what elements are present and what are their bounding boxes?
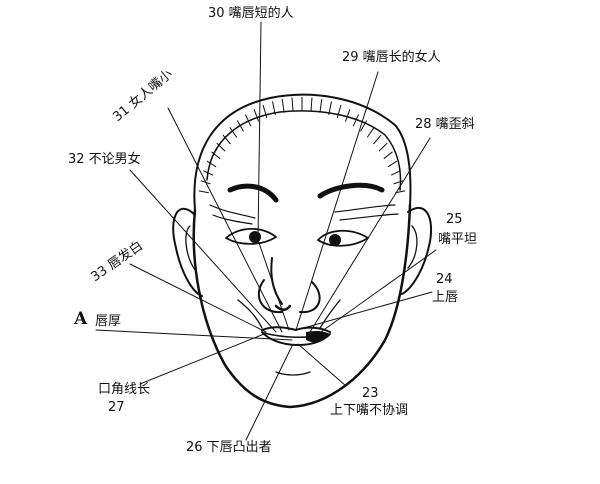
hair-hatch-stroke	[310, 97, 313, 112]
hair-hatch-stroke	[291, 97, 294, 112]
right-eyebrow	[317, 182, 385, 199]
hair-hatch-stroke	[373, 134, 382, 145]
hair-hatch-stroke	[198, 190, 209, 194]
left-ear-inner	[185, 225, 196, 271]
forehead-wrinkle	[339, 213, 399, 221]
hair-hatch-stroke	[319, 98, 323, 113]
leader-line-33	[129, 263, 267, 333]
hair-outline	[193, 93, 412, 211]
hair-hatch-stroke	[222, 134, 231, 145]
leader-line-28	[309, 137, 431, 333]
label-26-protruding-lower-lip: 26 下唇凸出者	[186, 440, 272, 455]
hair-hatching	[198, 97, 406, 194]
left-nostril	[274, 304, 292, 311]
forehead-wrinkle	[209, 204, 256, 219]
leader-line-26	[245, 345, 293, 441]
hair-hatch-stroke	[352, 114, 360, 127]
leader-line-31	[167, 107, 283, 333]
hair-hatch-stroke	[328, 101, 332, 116]
chin-line	[275, 371, 311, 376]
hair-hatch-stroke	[203, 170, 214, 176]
hair-hatch-stroke	[236, 120, 244, 132]
leader-line-29	[295, 71, 379, 331]
hair-hatch-stroke	[393, 180, 404, 185]
leader-line-25	[317, 249, 437, 335]
leader-line-32	[129, 169, 277, 333]
label-25-flat-mouth: 嘴平坦	[438, 232, 478, 247]
hair-hatch-stroke	[344, 109, 351, 122]
forehead-wrinkle	[334, 204, 396, 213]
label-27-number: 27	[108, 400, 125, 415]
hair-hatch-stroke	[262, 104, 268, 118]
leader-line-30-lower	[257, 239, 290, 331]
hair-hatch-stroke	[244, 114, 252, 127]
hair-hatch-stroke	[253, 109, 260, 122]
left-eyebrow	[227, 183, 279, 203]
hair-hatch-stroke	[281, 98, 285, 113]
label-24-upper-lip: 上唇	[432, 290, 459, 305]
hair-hatch-stroke	[378, 142, 388, 152]
label-23-number: 23	[362, 386, 379, 401]
label-27-long-mouth-corner-line: 口角线长	[98, 382, 151, 397]
label-30-short-lips: 30 嘴唇短的人	[208, 6, 294, 21]
hair-hatch-stroke	[206, 160, 217, 168]
label-28-crooked-mouth: 28 嘴歪斜	[415, 117, 475, 132]
leader-line-24	[299, 291, 433, 330]
forehead-wrinkle	[212, 214, 253, 225]
label-23-mismatched-lips: 上下嘴不协调	[330, 403, 409, 418]
label-25-number: 25	[446, 212, 463, 227]
hair-hatch-stroke	[229, 127, 238, 138]
hair-hatch-stroke	[387, 160, 398, 168]
right-pupil	[329, 234, 341, 246]
leader-lines	[95, 21, 437, 441]
hair-hatch-stroke	[216, 142, 226, 152]
hair-inner-line	[206, 110, 402, 191]
cheek-line	[319, 299, 341, 329]
label-a-thick-lips: 唇厚	[95, 314, 122, 329]
hair-hatch-stroke	[383, 151, 393, 160]
mouth-shading	[306, 330, 330, 343]
hair-hatch-stroke	[272, 101, 276, 116]
left-pupil	[249, 231, 261, 243]
hair-hatch-stroke	[336, 104, 342, 118]
leader-line-a	[95, 329, 293, 341]
hair-hatch-stroke	[360, 120, 368, 132]
leader-line-30	[257, 21, 262, 241]
cheek-line	[237, 299, 263, 329]
label-24-number: 24	[436, 272, 453, 287]
hair-hatch-stroke	[211, 151, 221, 160]
label-29-long-lips-woman: 29 嘴唇长的女人	[342, 50, 441, 65]
left-eye	[225, 227, 277, 245]
right-ear	[401, 206, 433, 295]
leader-line-27	[139, 333, 265, 385]
leader-line-23	[297, 343, 347, 387]
hair-hatch-stroke	[390, 170, 401, 176]
face-outline	[192, 203, 412, 409]
label-32-regardless-of-gender: 32 不论男女	[68, 152, 141, 167]
label-a-letter: A	[74, 309, 88, 329]
left-ear	[172, 207, 203, 297]
right-ear-inner	[407, 225, 418, 269]
hair-hatch-stroke	[366, 127, 375, 138]
